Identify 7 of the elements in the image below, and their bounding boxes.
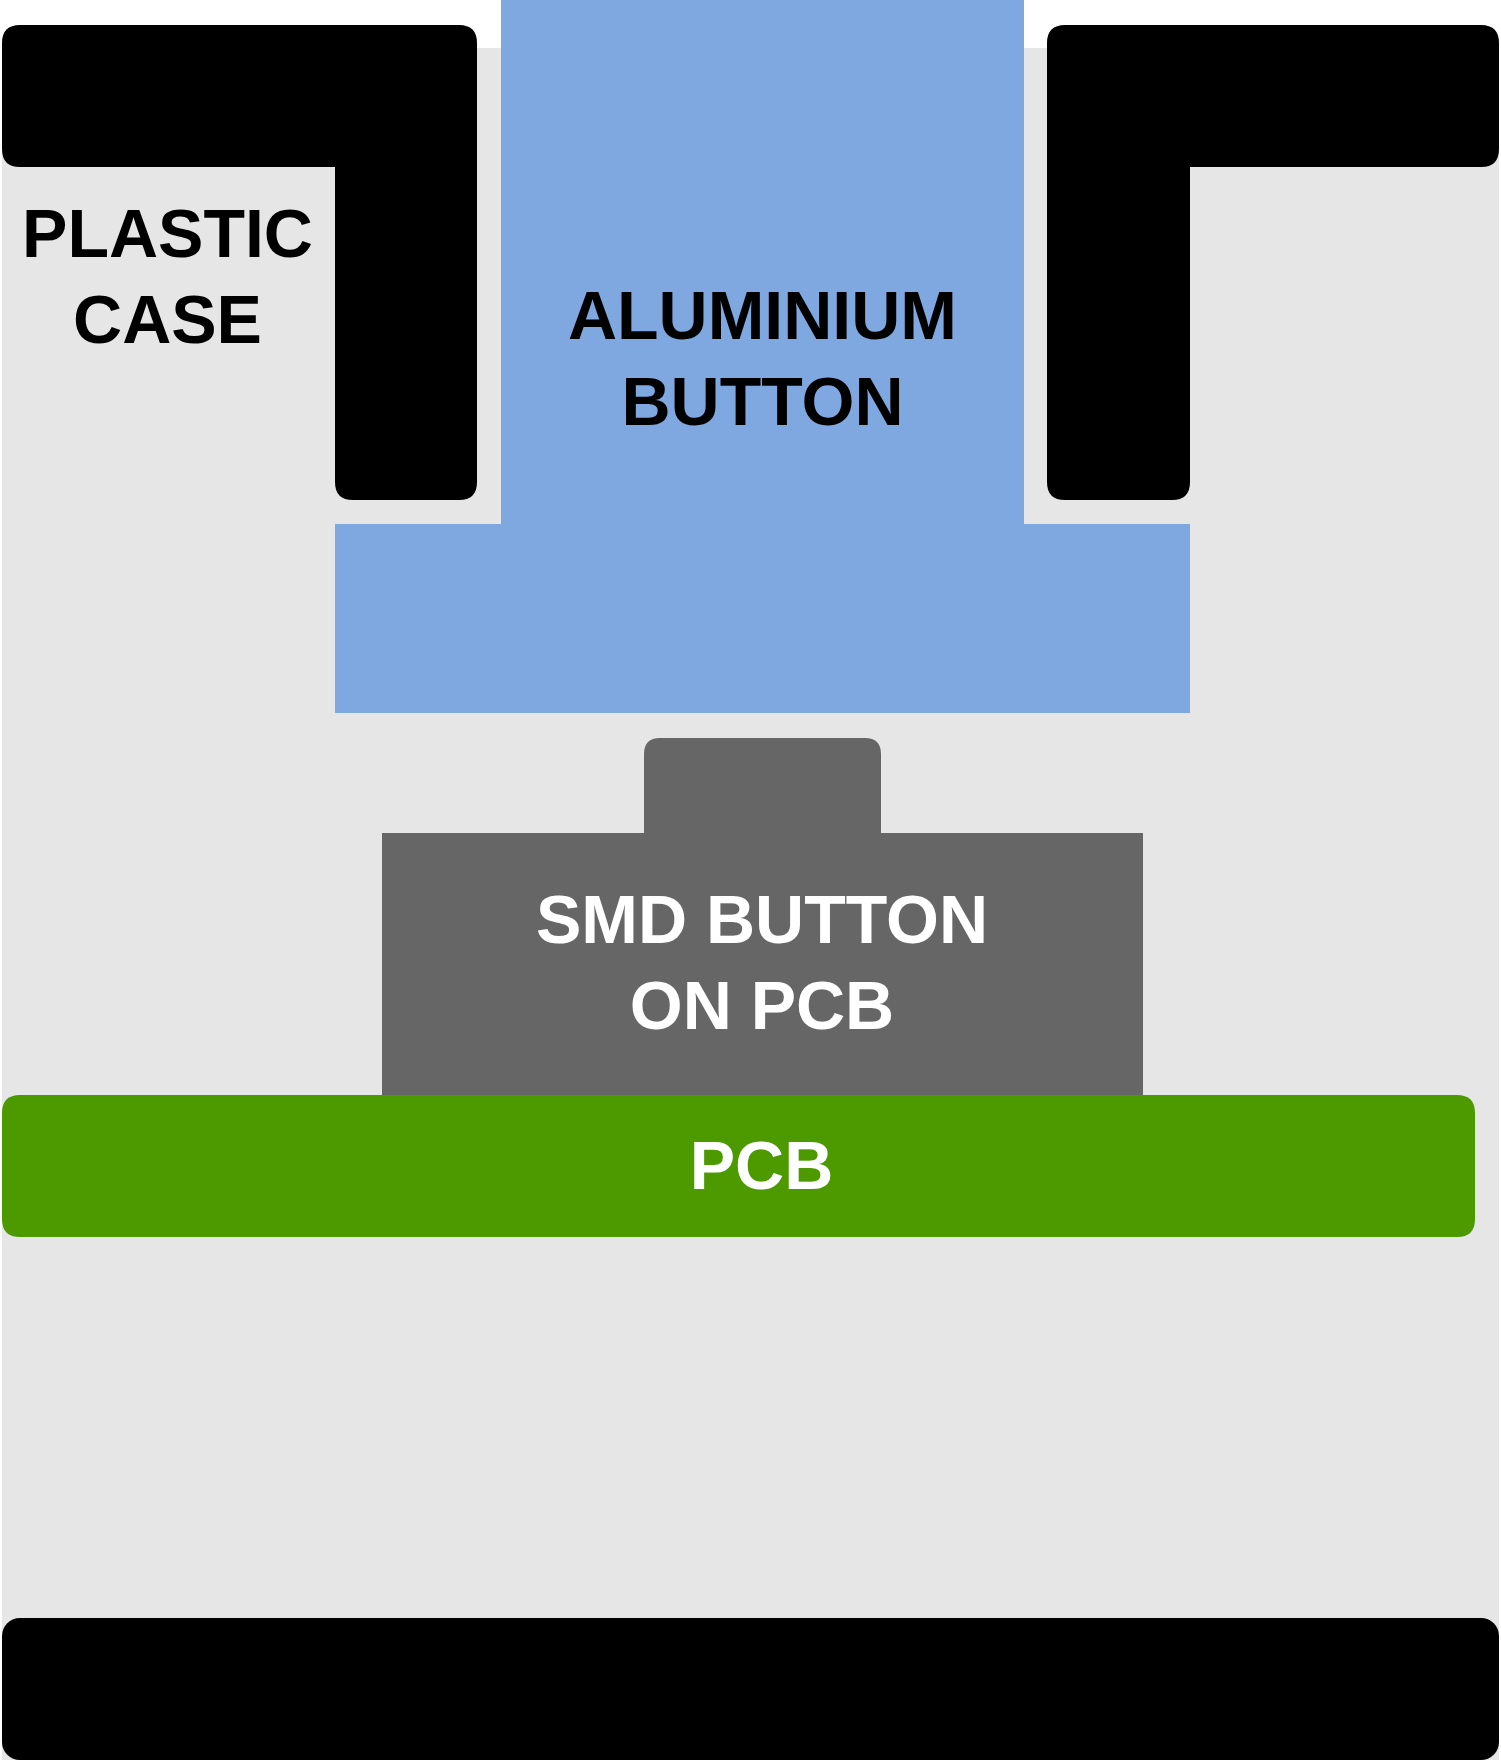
smd-button-shape [382,738,1143,1095]
part-label: ALUMINIUM BUTTON [566,276,958,441]
aluminium-button-shape [335,0,1190,713]
part-label: SMD BUTTON ON PCB [534,880,990,1045]
part-label: PCB [688,1126,835,1205]
part-label: PLASTIC CASE [21,194,314,359]
pcb-board [2,1095,1475,1237]
